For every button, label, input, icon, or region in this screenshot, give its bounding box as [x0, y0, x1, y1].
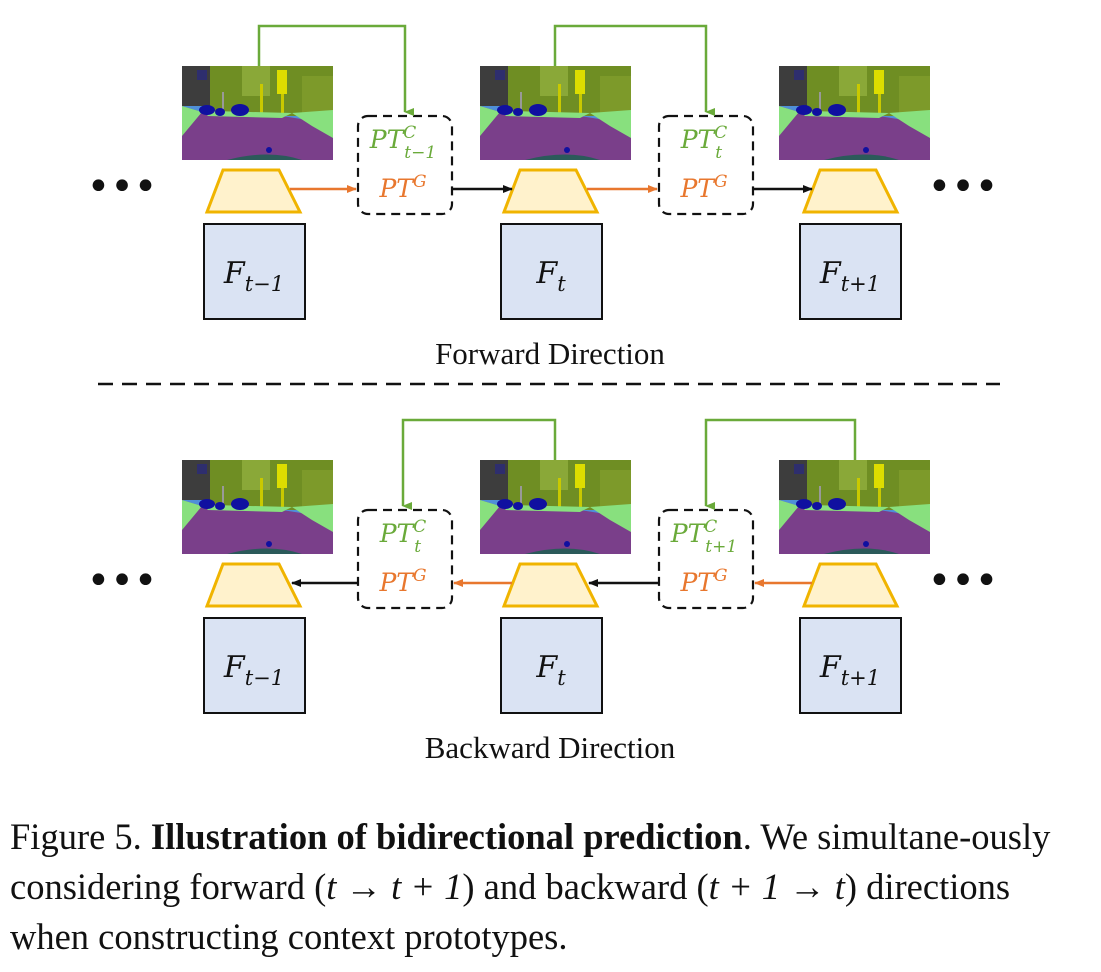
ellipsis-right: ••• [928, 558, 999, 604]
context-arrow [553, 24, 715, 116]
segmentation-thumbnail [182, 66, 333, 160]
segmentation-thumbnail [182, 460, 333, 554]
global-prototype-label: PTG [378, 566, 426, 597]
prototype-box [657, 114, 755, 216]
caption-text: . We simultane-ously considering forward… [10, 816, 1051, 907]
context-arrow [401, 418, 557, 510]
segmentation-thumbnail [779, 66, 930, 160]
ellipsis-left: ••• [87, 164, 158, 210]
global-prototype-label: PTG [679, 566, 727, 597]
frame-box [203, 223, 306, 320]
prototype-box [356, 508, 454, 610]
frame-box [203, 617, 306, 714]
ellipsis-right: ••• [928, 164, 999, 210]
frame-box [500, 223, 603, 320]
segmentation-thumbnail [779, 460, 930, 554]
prototype-box [657, 508, 755, 610]
frame-label: Ft−1 [223, 256, 284, 296]
context-arrow [704, 418, 857, 510]
frame-label: Ft+1 [819, 256, 880, 296]
context-arrow [257, 24, 414, 116]
encoder-trapezoid [801, 562, 900, 608]
ellipsis-left: ••• [87, 558, 158, 604]
frame-label: Ft [535, 650, 566, 690]
encoder-trapezoid [501, 168, 600, 214]
frame-box [500, 617, 603, 714]
caption-text: ) and backward ( [462, 866, 709, 907]
frame-label: Ft [535, 256, 566, 296]
figure-caption: Figure 5. Illustration of bidirectional … [10, 812, 1095, 962]
caption-prefix: Figure 5. [10, 816, 151, 857]
frame-label: Ft−1 [223, 650, 284, 690]
backward-direction-title: Backward Direction [425, 730, 676, 765]
caption-backward-math: t + 1 → t [708, 866, 845, 907]
segmentation-thumbnail [480, 460, 631, 554]
frame-box [799, 223, 902, 320]
frame-label: Ft+1 [819, 650, 880, 690]
forward-direction-title: Forward Direction [435, 336, 665, 371]
caption-bold-title: Illustration of bidirectional prediction [150, 816, 743, 857]
global-prototype-label: PTG [679, 172, 727, 203]
encoder-trapezoid [204, 168, 303, 214]
segmentation-thumbnail [480, 66, 631, 160]
caption-text: ) directions when constructing context p… [10, 866, 1011, 957]
frame-box [799, 617, 902, 714]
encoder-trapezoid [501, 562, 600, 608]
encoder-trapezoid [801, 168, 900, 214]
encoder-trapezoid [204, 562, 303, 608]
global-prototype-label: PTG [378, 172, 426, 203]
caption-forward-math: t → t + 1 [326, 866, 463, 907]
prototype-box [356, 114, 454, 216]
